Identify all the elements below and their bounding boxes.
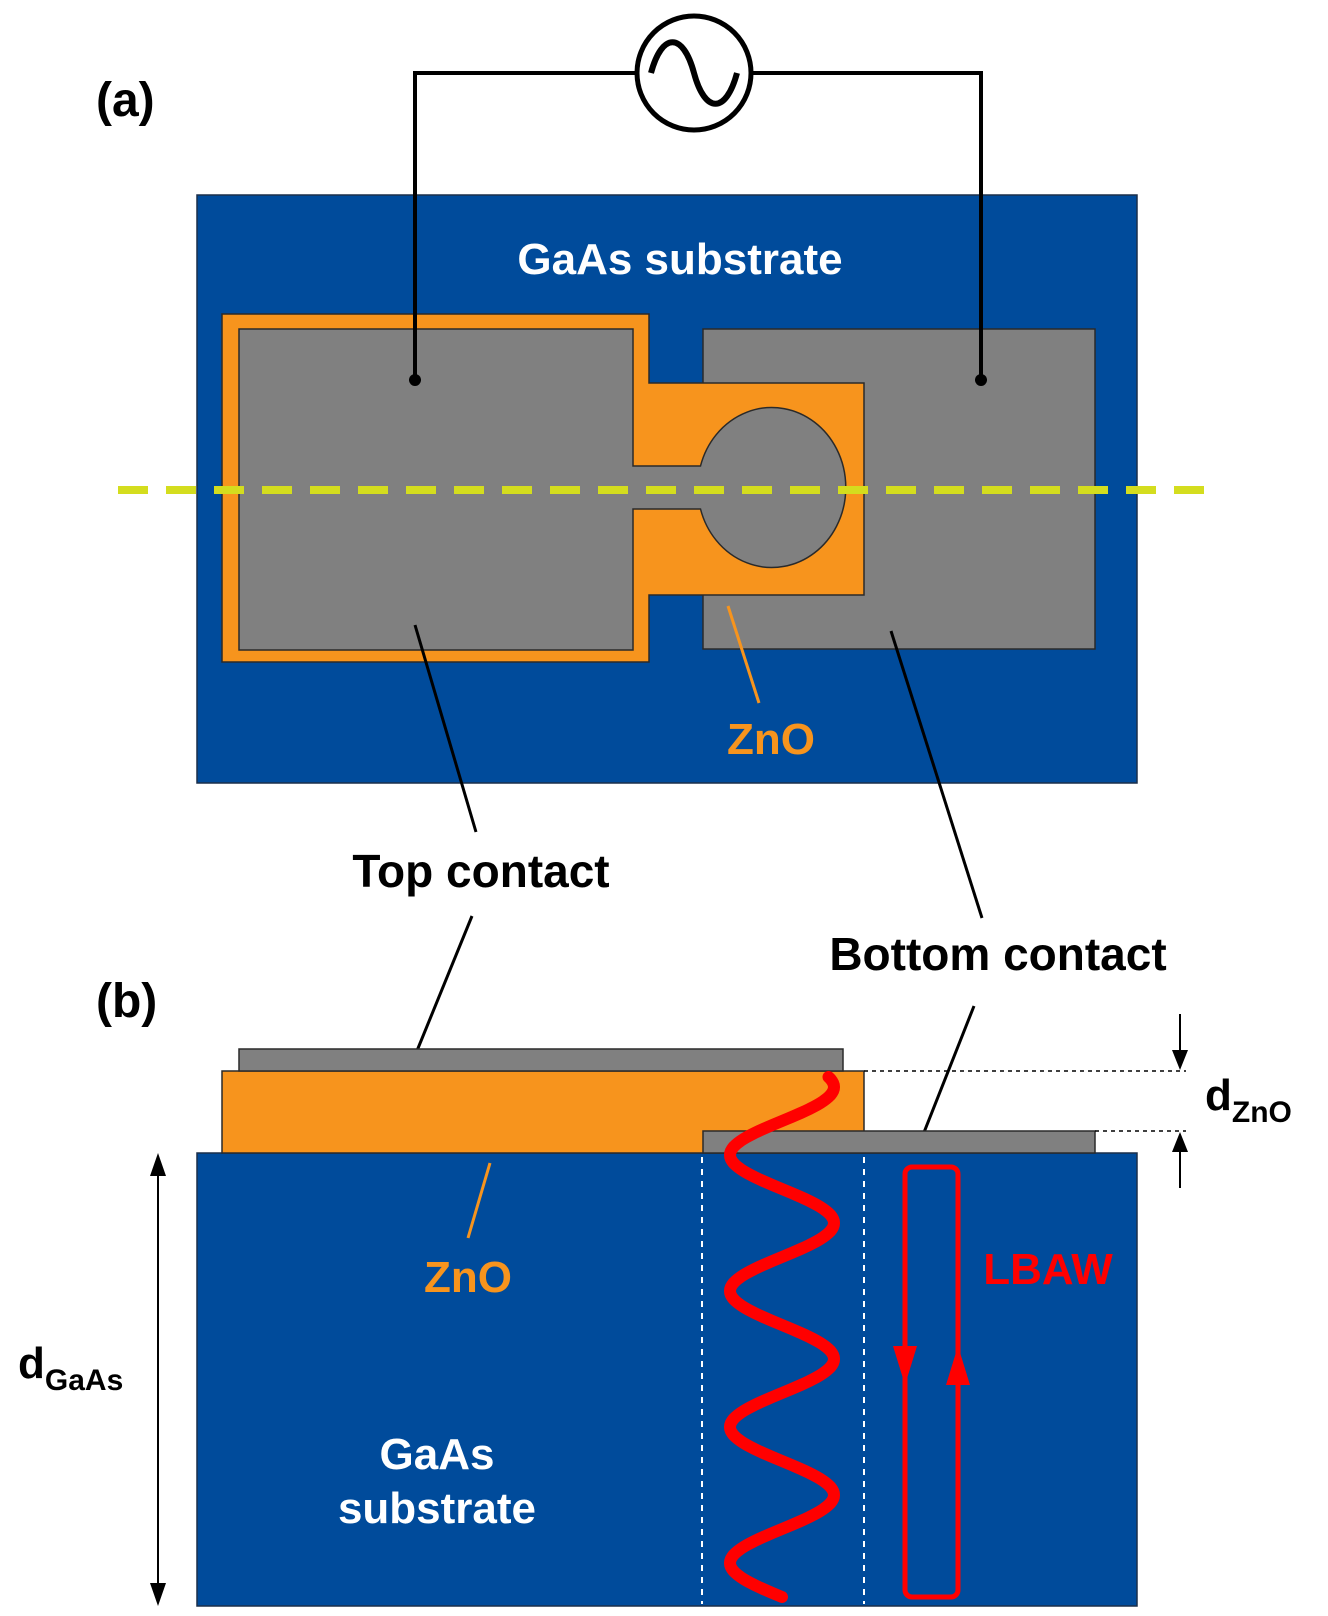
substrate-label-b-line1: GaAs <box>380 1430 495 1479</box>
lbaw-label: LBAW <box>983 1245 1113 1294</box>
d-gaas-sub: GaAs <box>45 1364 123 1397</box>
d-gaas-main: d <box>18 1339 45 1388</box>
bottom-contact-callout-line-a <box>889 630 984 919</box>
d-gaas-label: dGaAs <box>18 1339 123 1397</box>
top-contact-callout-line-b <box>410 915 474 1064</box>
wire-right <box>753 71 983 380</box>
bottom-contact-callout-line-b <box>917 1005 976 1146</box>
top-contact-cross-section <box>238 1048 844 1072</box>
panel-b-label: (b) <box>96 975 157 1028</box>
zno-label-b: ZnO <box>424 1253 512 1302</box>
d-zno-main: d <box>1205 1071 1232 1120</box>
top-contact-label: Top contact <box>352 845 609 897</box>
wire-left <box>413 71 636 380</box>
contact-callouts: Top contact Bottom contact <box>352 624 1167 1146</box>
acoustic-wave <box>723 1071 841 1603</box>
d-zno-dimension: dZnO <box>864 1014 1292 1188</box>
bottom-contact-label: Bottom contact <box>829 928 1166 980</box>
d-zno-label: dZnO <box>1205 1071 1292 1129</box>
wire-contact-dot-right <box>975 374 987 386</box>
bottom-contact-cross-section <box>702 1130 1096 1154</box>
substrate-label-b-line2: substrate <box>338 1484 536 1533</box>
ac-source-icon <box>634 13 754 133</box>
d-gaas-dimension: dGaAs <box>18 1153 166 1606</box>
d-zno-sub: ZnO <box>1232 1096 1292 1129</box>
zno-label-a: ZnO <box>727 715 815 764</box>
lbaw-arrow-up <box>946 1346 970 1385</box>
zno-callout-line-b <box>466 1162 492 1239</box>
panel-a: (a) GaAs substrate ZnO <box>96 13 1208 784</box>
panel-b: (b) ZnO LBAW GaAs substrate dGaAs <box>18 975 1292 1607</box>
lbaw-arrow-down <box>893 1346 917 1385</box>
panel-a-label: (a) <box>96 74 155 127</box>
wire-contact-dot-left <box>409 374 421 386</box>
top-contact-callout-line-a <box>413 624 478 833</box>
zno-callout-line-a <box>726 605 761 704</box>
substrate-label-a: GaAs substrate <box>517 235 842 284</box>
gaas-substrate-cross-section <box>196 1152 1138 1607</box>
